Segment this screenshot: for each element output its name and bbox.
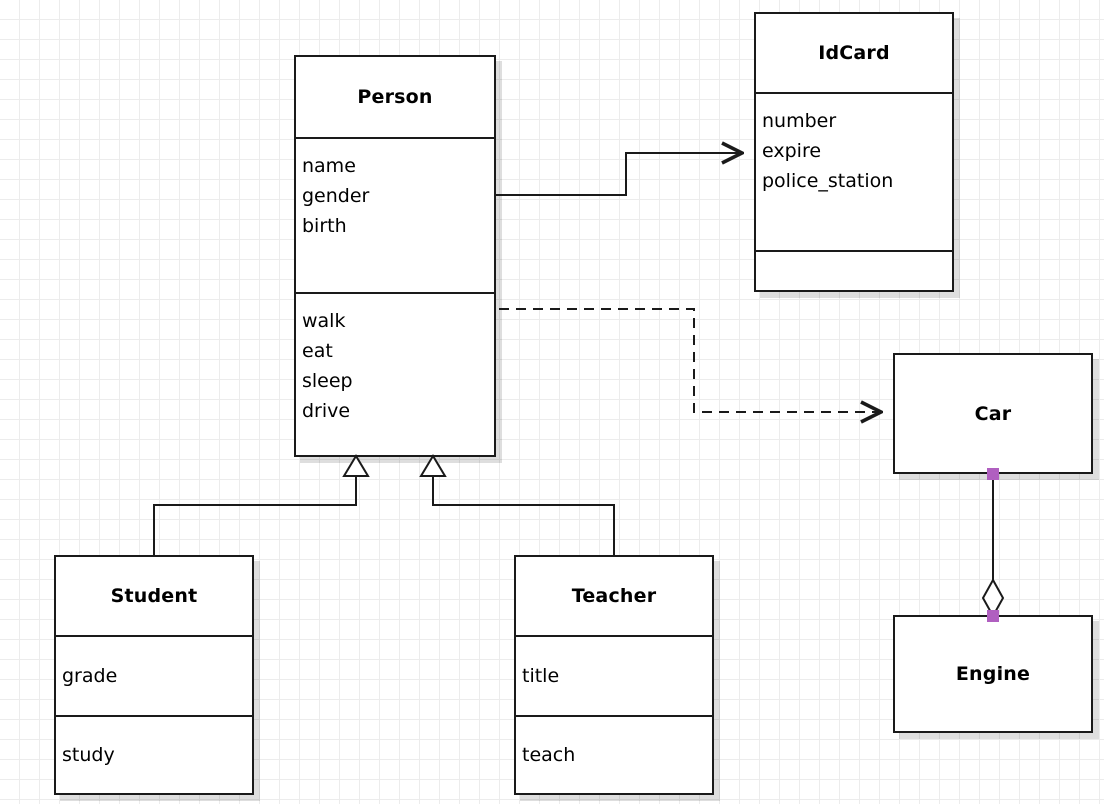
class-box-person[interactable]: Person name gender birth walk eat sleep … <box>294 55 496 457</box>
edge-handle-car[interactable] <box>987 468 999 480</box>
method-row: walk <box>302 310 346 332</box>
class-attributes-teacher: title <box>516 635 712 715</box>
edge-teacher-person[interactable] <box>419 454 615 556</box>
class-attributes-student: grade <box>56 635 252 715</box>
method-row: teach <box>522 744 576 766</box>
class-title-engine: Engine <box>895 617 1091 731</box>
attribute-row: birth <box>302 215 347 237</box>
class-name-teacher: Teacher <box>571 585 657 607</box>
class-name-idcard: IdCard <box>818 42 890 64</box>
method-row: eat <box>302 340 333 362</box>
class-methods-idcard <box>756 250 952 290</box>
class-box-car[interactable]: Car <box>893 353 1093 474</box>
edge-person-idcard[interactable] <box>496 153 742 196</box>
class-box-student[interactable]: Student grade study <box>54 555 254 795</box>
class-title-idcard: IdCard <box>756 14 952 92</box>
class-name-person: Person <box>357 86 433 108</box>
class-name-engine: Engine <box>955 663 1031 685</box>
attribute-row: police_station <box>762 170 894 192</box>
class-methods-teacher: teach <box>516 715 712 793</box>
method-row: drive <box>302 400 351 422</box>
class-title-student: Student <box>56 557 252 635</box>
class-box-teacher[interactable]: Teacher title teach <box>514 555 714 795</box>
class-title-teacher: Teacher <box>516 557 712 635</box>
class-name-car: Car <box>974 402 1012 425</box>
edge-car-engine[interactable] <box>981 474 1005 622</box>
class-box-idcard[interactable]: IdCard number expire police_station <box>754 12 954 292</box>
class-title-car: Car <box>895 355 1091 472</box>
attribute-row: gender <box>302 185 370 207</box>
class-methods-student: study <box>56 715 252 793</box>
attribute-row: name <box>302 155 356 177</box>
class-attributes-idcard: number expire police_station <box>756 92 952 250</box>
edge-person-car[interactable] <box>499 308 881 412</box>
attribute-row: grade <box>62 665 118 687</box>
method-row: sleep <box>302 370 353 392</box>
edge-student-person[interactable] <box>153 454 370 556</box>
class-box-engine[interactable]: Engine <box>893 615 1093 733</box>
class-title-person: Person <box>296 57 494 137</box>
class-attributes-person: name gender birth <box>296 137 494 292</box>
class-methods-person: walk eat sleep drive <box>296 292 494 455</box>
attribute-row: title <box>522 665 560 687</box>
edge-handle-engine[interactable] <box>987 610 999 622</box>
attribute-row: number <box>762 110 837 132</box>
class-name-student: Student <box>110 585 198 607</box>
attribute-row: expire <box>762 140 822 162</box>
method-row: study <box>62 744 115 766</box>
